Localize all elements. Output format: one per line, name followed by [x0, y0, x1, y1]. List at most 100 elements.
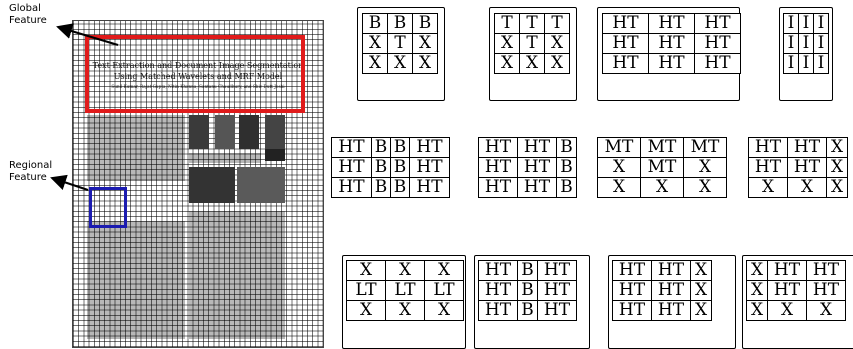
- global-feature-arrow: [58, 27, 118, 45]
- grid-cell: T: [388, 34, 413, 54]
- label-grid: IIIIIIIII: [783, 13, 829, 74]
- grid-row: XXX: [495, 54, 570, 74]
- grid-cell: HT: [695, 34, 741, 54]
- grid-row: HTHTX: [613, 281, 712, 301]
- grid-cell: I: [799, 34, 814, 54]
- label-grid: HTHTHTHTHTHTHTHTHT: [602, 13, 741, 74]
- grid-cell: I: [799, 54, 814, 74]
- grid-cell: X: [347, 301, 386, 321]
- grid-cell: HT: [613, 261, 652, 281]
- grid-cell: T: [520, 34, 545, 54]
- grid-cell: HT: [652, 261, 691, 281]
- label-grid: HTBBHTHTBBHTHTBBHT: [331, 137, 450, 198]
- grid-cell: MT: [684, 138, 727, 158]
- grid-cell: HT: [479, 178, 518, 198]
- grid-cell: HT: [788, 138, 827, 158]
- grid-cell: HT: [652, 281, 691, 301]
- grid-cell: X: [684, 158, 727, 178]
- grid-cell: X: [749, 178, 788, 198]
- grid-cell: X: [827, 158, 848, 178]
- regional-feature-arrow: [52, 178, 88, 190]
- grid-cell: HT: [332, 178, 372, 198]
- grid-cell: X: [684, 178, 727, 198]
- grid-cell: HT: [479, 261, 518, 281]
- grid-cell: X: [425, 261, 464, 281]
- grid-cell: HT: [479, 281, 518, 301]
- grid-cell: HT: [613, 301, 652, 321]
- grid-cell: I: [814, 54, 829, 74]
- grid-cell: LT: [425, 281, 464, 301]
- grid-row: III: [784, 54, 829, 74]
- grid-cell: HT: [410, 178, 450, 198]
- grid-cell: HT: [613, 281, 652, 301]
- grid-cell: X: [807, 301, 846, 321]
- grid-cell: X: [598, 178, 641, 198]
- grid-cell: HT: [518, 158, 557, 178]
- grid-cell: B: [557, 178, 577, 198]
- grid-row: HTHTB: [479, 138, 577, 158]
- grid-cell: X: [347, 261, 386, 281]
- grid-cell: X: [520, 54, 545, 74]
- label-grid: HTHTBHTHTBHTHTB: [478, 137, 577, 198]
- grid-row: LTLTLT: [347, 281, 464, 301]
- grid-cell: B: [372, 138, 391, 158]
- grid-cell: HT: [749, 138, 788, 158]
- grid-cell: HT: [649, 14, 695, 34]
- grid-cell: X: [386, 261, 425, 281]
- grid-row: HTHTB: [479, 178, 577, 198]
- grid-cell: HT: [332, 138, 372, 158]
- grid-row: BBB: [363, 14, 438, 34]
- grid-cell: HT: [652, 301, 691, 321]
- grid-cell: X: [691, 301, 712, 321]
- grid-cell: HT: [807, 281, 846, 301]
- grid-cell: HT: [479, 158, 518, 178]
- grid-cell: X: [413, 34, 438, 54]
- grid-cell: B: [557, 138, 577, 158]
- grid-row: HTBBHT: [332, 178, 450, 198]
- grid-cell: T: [495, 14, 520, 34]
- grid-cell: B: [518, 301, 538, 321]
- grid-row: XXX: [363, 54, 438, 74]
- grid-cell: HT: [479, 301, 518, 321]
- grid-cell: HT: [479, 138, 518, 158]
- label-grid: TTTXTXXXX: [494, 13, 570, 74]
- grid-cell: B: [413, 14, 438, 34]
- grid-cell: B: [372, 178, 391, 198]
- grid-cell: X: [363, 54, 388, 74]
- grid-row: HTHTB: [479, 158, 577, 178]
- grid-cell: I: [784, 34, 799, 54]
- grid-row: HTHTX: [749, 158, 848, 178]
- grid-cell: I: [784, 54, 799, 74]
- grid-cell: HT: [788, 158, 827, 178]
- grid-cell: X: [598, 158, 641, 178]
- grid-cell: HT: [649, 54, 695, 74]
- grid-cell: HT: [538, 301, 577, 321]
- grid-cell: X: [768, 301, 807, 321]
- grid-cell: HT: [695, 54, 741, 74]
- grid-cell: HT: [538, 261, 577, 281]
- grid-cell: MT: [641, 138, 684, 158]
- grid-cell: HT: [603, 54, 649, 74]
- grid-cell: HT: [410, 138, 450, 158]
- grid-cell: HT: [518, 178, 557, 198]
- grid-row: XTX: [363, 34, 438, 54]
- grid-cell: X: [545, 54, 570, 74]
- grid-cell: X: [413, 54, 438, 74]
